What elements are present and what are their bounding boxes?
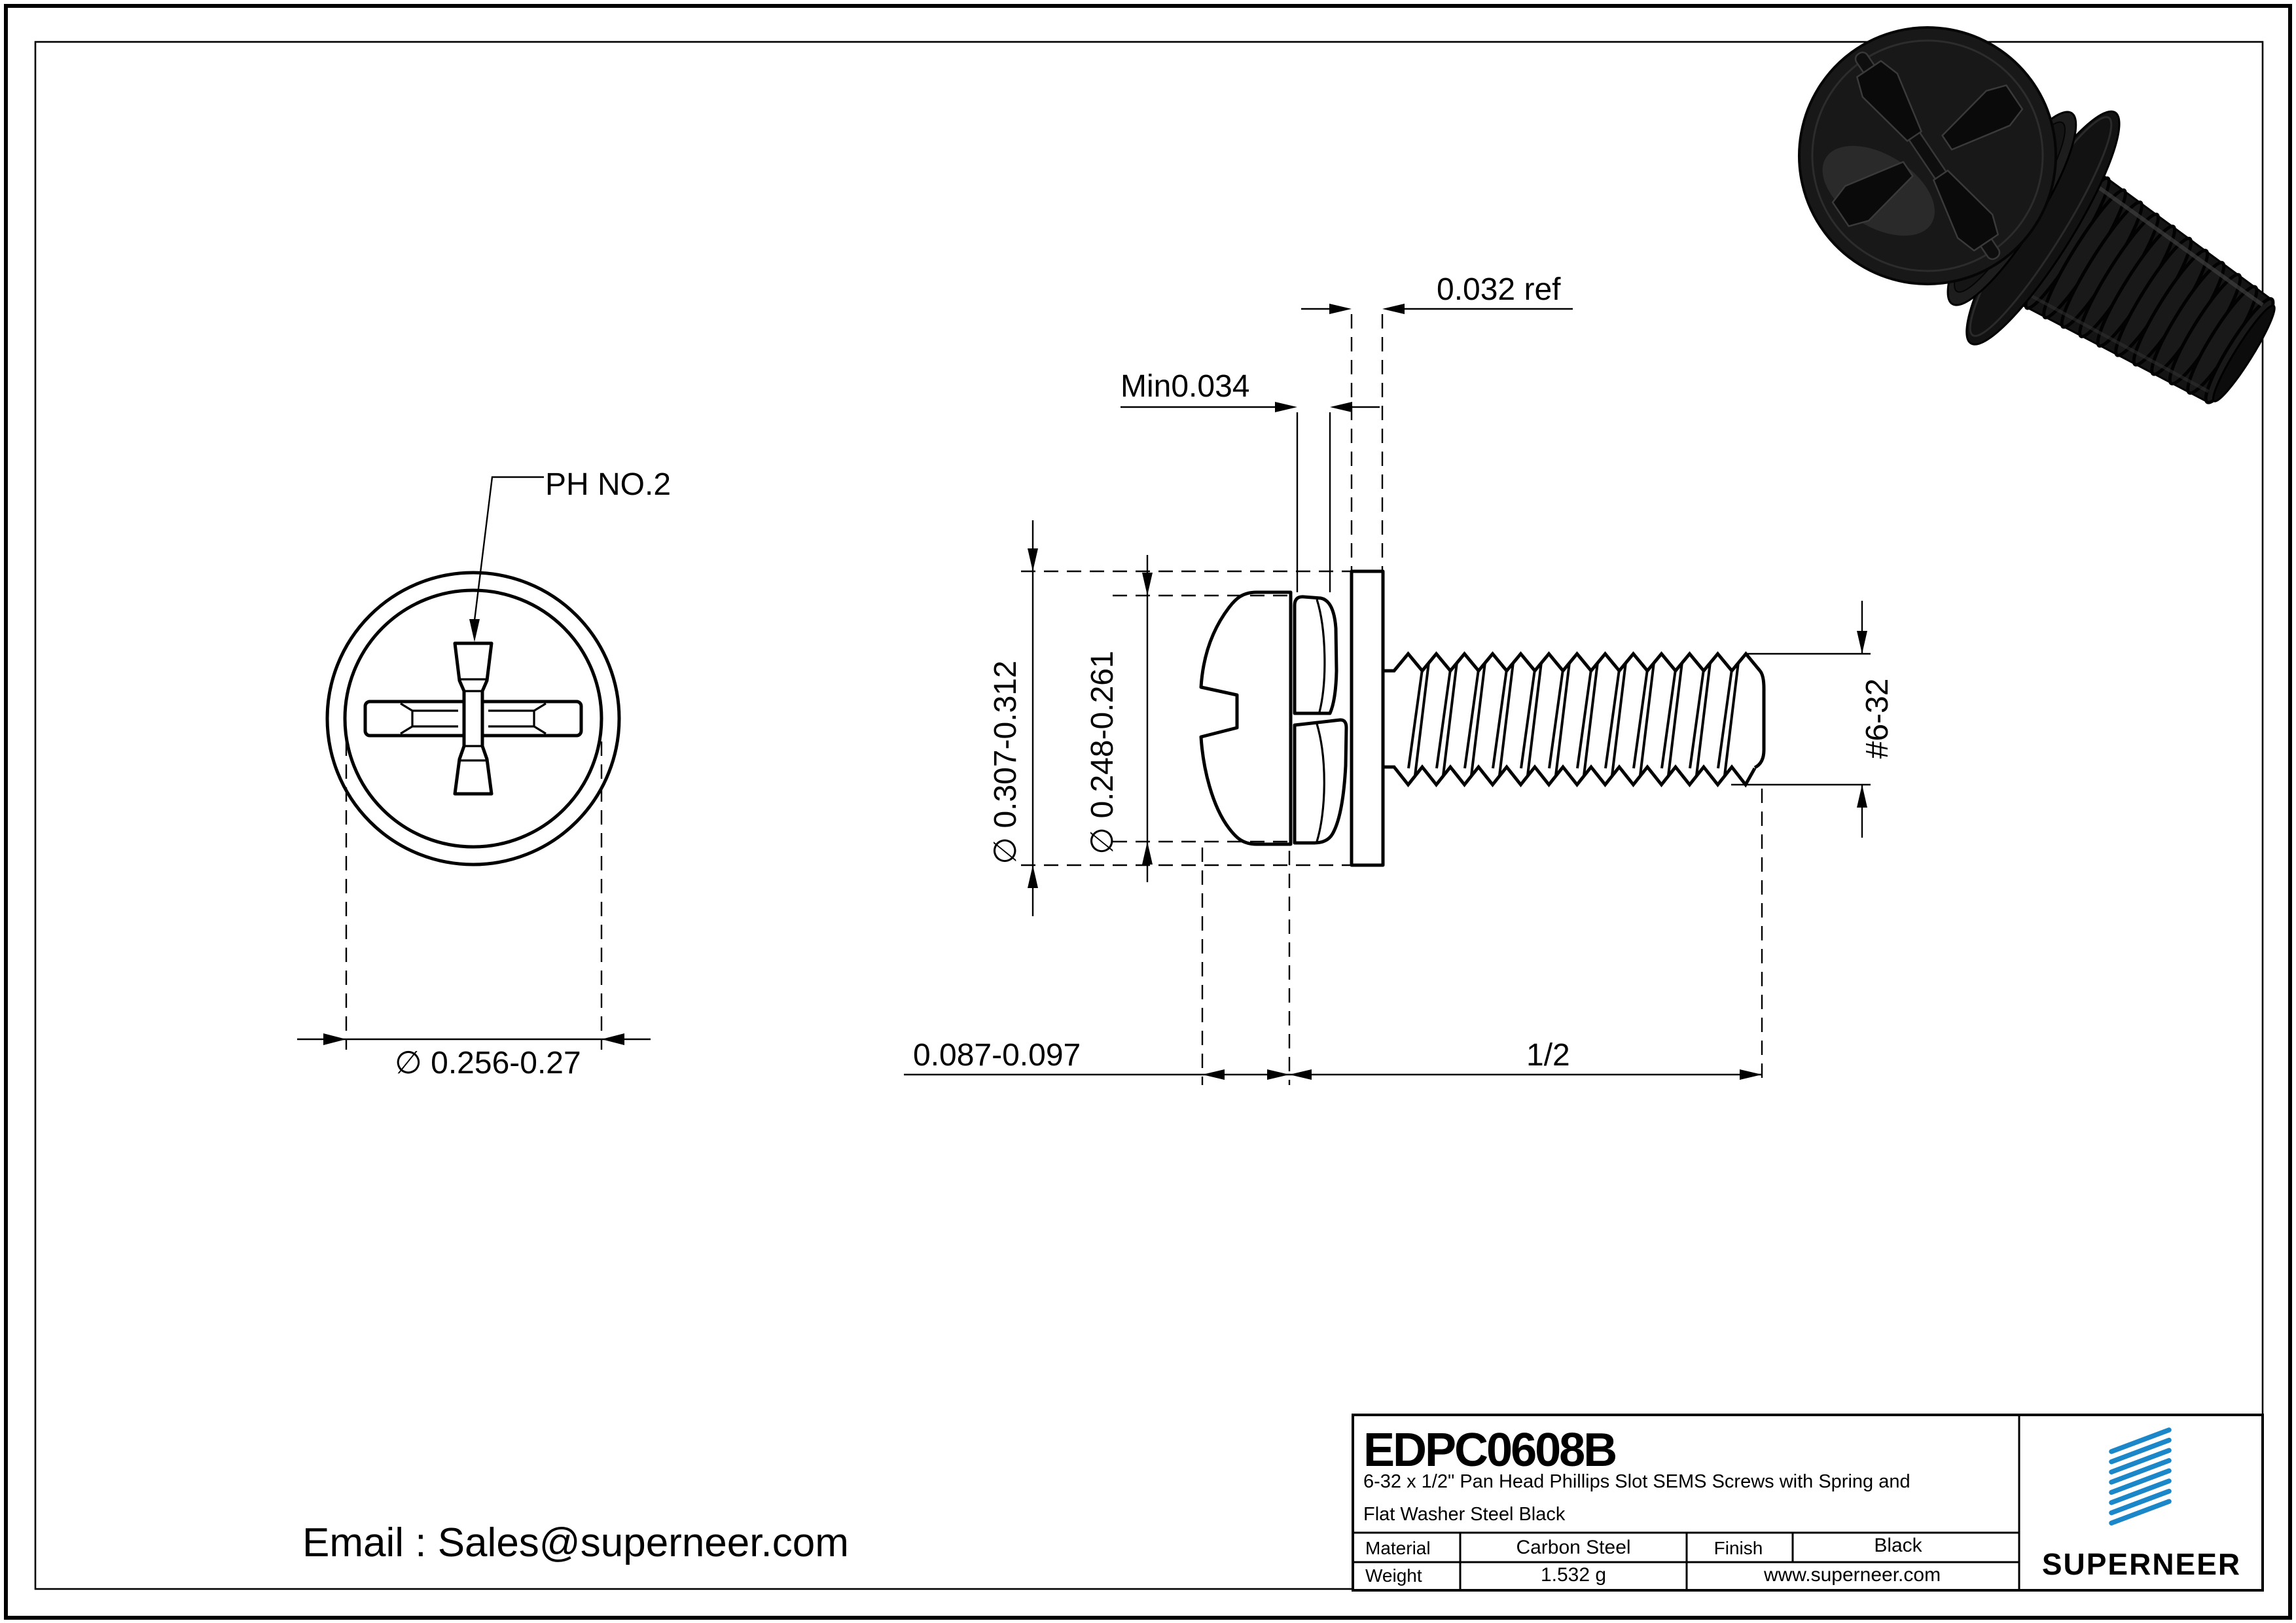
sheet-border: [4, 4, 2292, 1620]
website-link[interactable]: www.superneer.com: [1763, 1564, 1941, 1586]
thread-length-text: 1/2: [1526, 1038, 1570, 1073]
washer-od-text: ∅ 0.307-0.312: [988, 660, 1023, 864]
flat-washer-profile: [1350, 569, 1385, 867]
weight-value: 1.532 g: [1541, 1564, 1606, 1586]
callout-label: PH NO.2: [545, 467, 671, 502]
front-diameter-text: ∅ 0.256-0.27: [395, 1046, 581, 1080]
material-value: Carbon Steel: [1516, 1537, 1630, 1558]
part-number: EDPC0608B: [1363, 1424, 1615, 1476]
description-line1: 6-32 x 1/2" Pan Head Phillips Slot SEMS …: [1363, 1471, 1910, 1492]
callout-leader: [469, 476, 544, 642]
weight-label: Weight: [1365, 1565, 1422, 1586]
spring-washer-upper-leaf: [1293, 595, 1338, 715]
front-view: PH NO.2 ∅ 0.256-0.27: [297, 467, 671, 1080]
phillips-wings: [400, 702, 547, 735]
material-label: Material: [1365, 1538, 1431, 1558]
render-phillips-recess: [1831, 51, 2024, 260]
phillips-arm-depth-lines: [461, 678, 486, 762]
head-height-text: 0.087-0.097: [913, 1038, 1081, 1073]
side-view: [1199, 569, 1766, 867]
spring-od-text: ∅ 0.248-0.261: [1085, 651, 1120, 854]
title-block: EDPC0608B 6-32 x 1/2" Pan Head Phillips …: [1352, 1414, 2264, 1592]
contact-email: Email : Sales@superneer.com: [302, 1520, 849, 1565]
washer-thickness-text: 0.032 ref: [1437, 272, 1561, 307]
spring-washer-detail-lines: [1316, 599, 1326, 842]
brand-name: SUPERNEER: [2042, 1547, 2241, 1581]
screw-3d-render: [1798, 26, 2276, 404]
description-line2: Flat Washer Steel Black: [1363, 1504, 1566, 1525]
pan-head-profile: [1199, 590, 1293, 846]
side-view-dimensions: ∅ 0.307-0.312 ∅ 0.248-0.261 Min0.034 0.0…: [904, 272, 1895, 1085]
diagonal-stripes-icon: [2109, 1427, 2172, 1525]
thread-size-text: #6-32: [1860, 679, 1895, 759]
front-diameter-dim: ∅ 0.256-0.27: [297, 741, 651, 1080]
thread-profile: [1383, 651, 1766, 788]
spring-thickness-text: Min0.034: [1121, 369, 1249, 404]
finish-value: Black: [1874, 1535, 1922, 1556]
spring-washer-lower-leaf: [1293, 718, 1348, 845]
finish-label: Finish: [1714, 1538, 1763, 1558]
